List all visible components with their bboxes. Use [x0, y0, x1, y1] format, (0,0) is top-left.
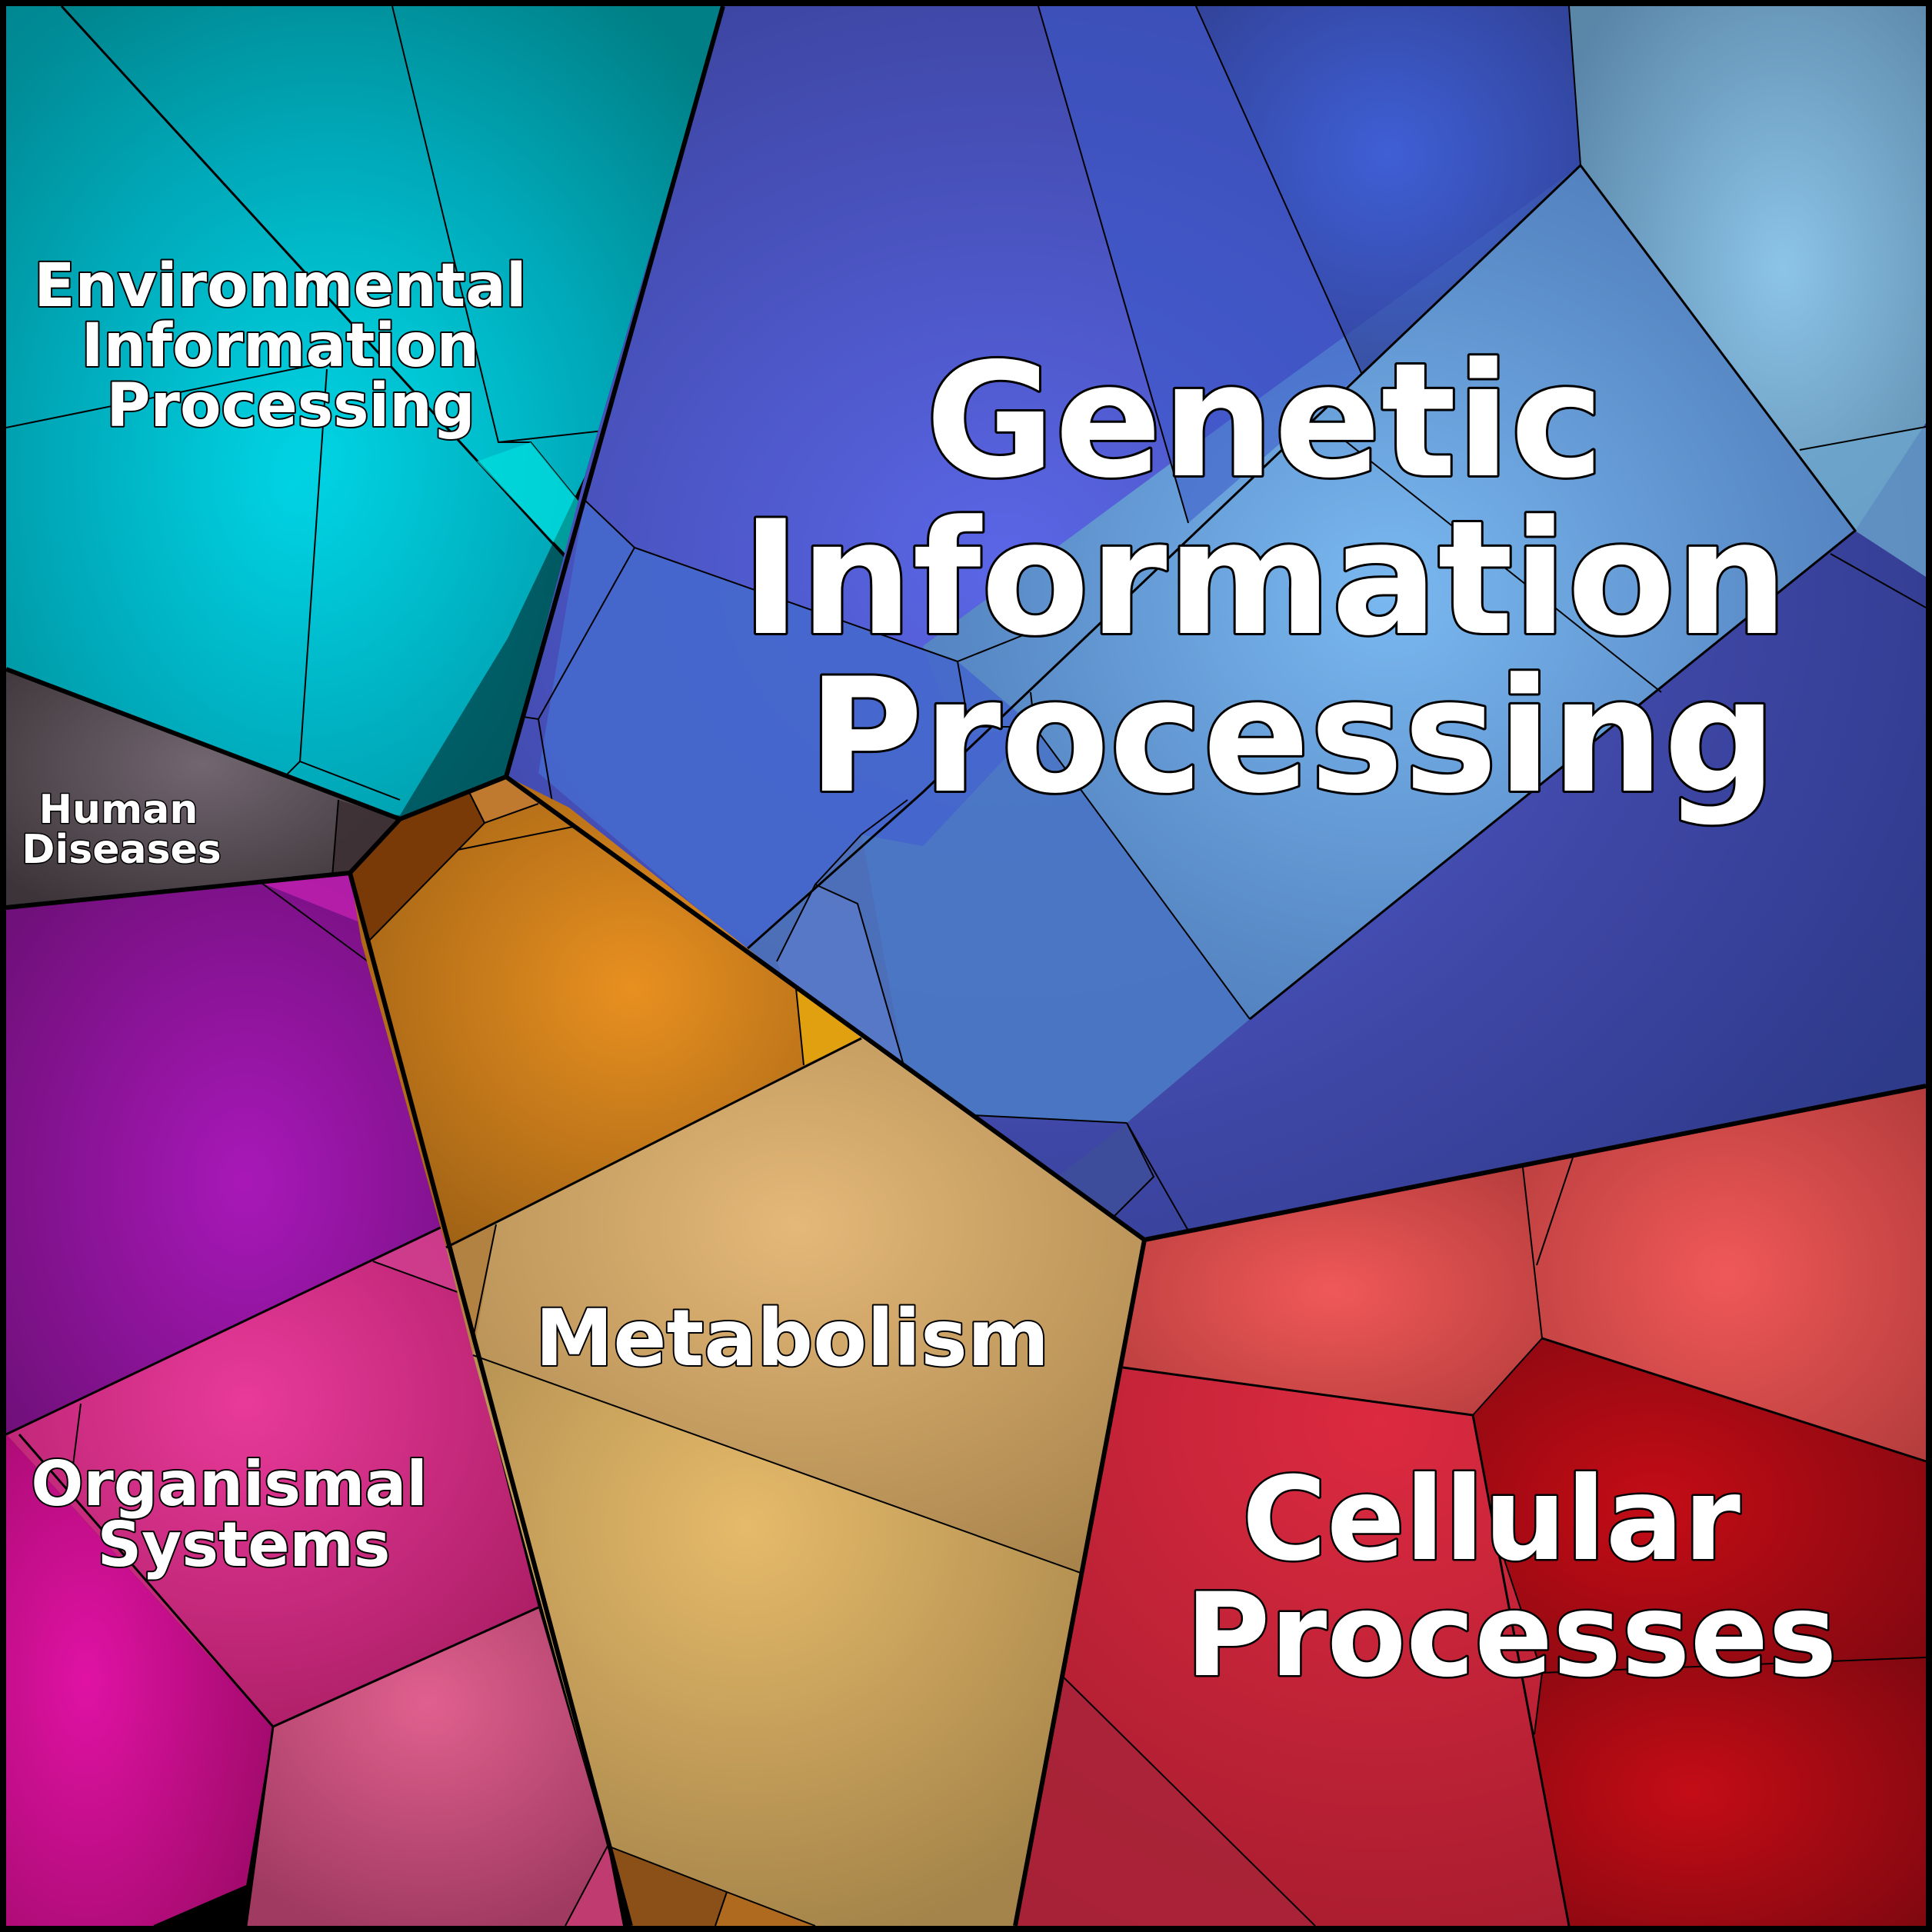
cell-group-human	[6, 669, 400, 908]
cell-group-metabolism	[350, 777, 1144, 1927]
label-cellular: Cellular Processes	[1185, 1453, 1837, 1703]
cell-group-cellular	[1015, 1086, 1927, 1927]
cell-group-organismal	[5, 873, 623, 1927]
cell-group-environmental	[5, 5, 723, 817]
category-labels: Environmental Information Processing Gen…	[21, 250, 1843, 1705]
label-genetic: Genetic Information Processing	[741, 330, 1843, 828]
label-environmental: Environmental Information Processing	[34, 251, 548, 441]
cell-group-genetic	[506, 5, 1927, 1240]
label-organismal: Organismal Systems	[31, 1448, 448, 1581]
label-metabolism: Metabolism	[535, 1293, 1049, 1384]
label-human: Human Diseases	[22, 787, 221, 873]
